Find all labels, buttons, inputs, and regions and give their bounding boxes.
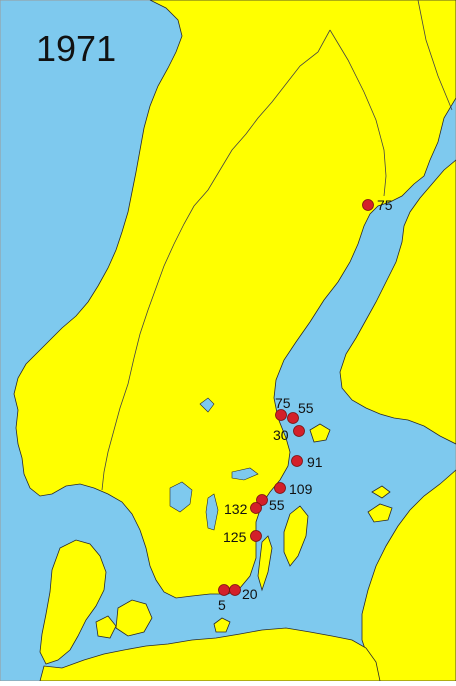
site-value-label: 109 (289, 481, 313, 497)
site-marker (250, 502, 262, 514)
site-value-label: 91 (307, 454, 323, 470)
aland-island (309, 423, 331, 443)
lake-vattern (205, 493, 219, 531)
site-marker (218, 584, 230, 596)
site-value-label: 5 (218, 597, 226, 613)
finland-russia-border (417, 0, 453, 111)
site-value-label: 30 (273, 427, 289, 443)
scandinavia-landmass (13, 0, 456, 599)
jutland-landmass (39, 539, 107, 665)
gotland-island (283, 505, 309, 567)
site-value-label: 55 (269, 497, 285, 513)
site-marker (275, 409, 287, 421)
site-marker (287, 412, 299, 424)
oland-island (257, 535, 273, 592)
hiiumaa-island (371, 485, 391, 499)
site-value-label: 20 (242, 586, 258, 602)
site-value-label: 132 (224, 501, 248, 517)
site-value-label: 125 (223, 529, 247, 545)
lake-vanern (169, 481, 193, 513)
site-value-label: 75 (275, 395, 291, 411)
site-marker (250, 530, 262, 542)
lake-malaren (231, 467, 259, 481)
site-value-label: 75 (377, 197, 393, 213)
sweden-finland-border (329, 29, 387, 197)
site-marker (362, 199, 374, 211)
central-europe-landmass (39, 627, 381, 682)
site-marker (293, 425, 305, 437)
funen-island (95, 615, 117, 639)
site-value-label: 55 (298, 400, 314, 416)
saaremaa-island (367, 503, 393, 523)
site-marker (274, 482, 286, 494)
lake-siljan (199, 397, 215, 413)
norway-sweden-border (101, 29, 331, 491)
zealand-island (115, 599, 153, 637)
site-marker (229, 584, 241, 596)
site-marker (256, 494, 268, 506)
finland-landmass (339, 159, 456, 445)
site-marker (291, 455, 303, 467)
year-label: 1971 (36, 28, 117, 69)
bornholm-island (213, 617, 231, 633)
